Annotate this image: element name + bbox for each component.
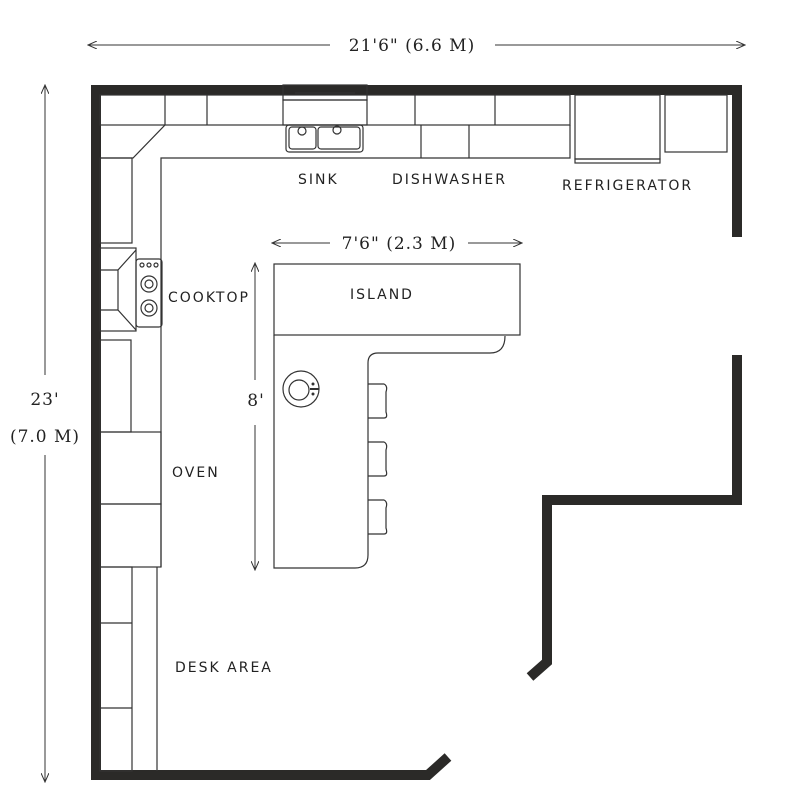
island-length-label: 8': [247, 391, 265, 411]
island-length-dimension: 8': [247, 263, 265, 570]
oven-label: OVEN: [172, 465, 220, 481]
sink: [285, 124, 364, 153]
pantry-cabinet: [664, 94, 728, 153]
desk: [99, 566, 158, 772]
height-m-label: (7.0 M): [10, 427, 80, 447]
refrigerator-label: REFRIGERATOR: [562, 178, 693, 194]
desk-area-label: DESK AREA: [175, 660, 273, 676]
overall-width-dimension: 21'6" (6.6 M): [88, 36, 745, 56]
bar-stools: [368, 383, 388, 535]
island-width-dimension: 7'6" (2.3 M): [272, 234, 522, 254]
overall-height-dimension: 23' (7.0 M): [10, 85, 80, 782]
stool: [368, 499, 388, 535]
cooktop: [135, 258, 163, 328]
refrigerator: [574, 94, 661, 164]
dishwasher-label: DISHWASHER: [392, 172, 507, 188]
sink-label: SINK: [298, 172, 339, 188]
island-label: ISLAND: [350, 287, 414, 303]
stool: [368, 383, 388, 419]
width-label: 21'6" (6.6 M): [349, 36, 475, 56]
island: [273, 263, 521, 569]
island-width-label: 7'6" (2.3 M): [342, 234, 457, 254]
walls: [91, 85, 742, 780]
top-cabinets: [99, 94, 571, 567]
left-cabinets: [99, 157, 162, 568]
stool: [368, 441, 388, 477]
cooktop-label: COOKTOP: [168, 290, 250, 306]
height-ft-label: 23': [30, 390, 59, 410]
